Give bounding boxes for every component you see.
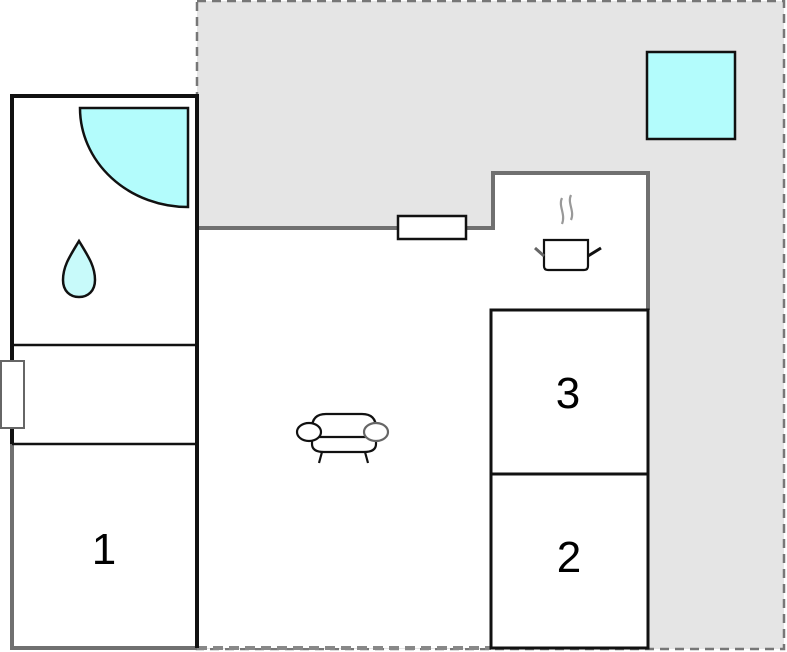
exterior-wall-grey bbox=[197, 171, 650, 310]
interior-floor bbox=[12, 96, 648, 648]
sofa-icon bbox=[295, 412, 390, 464]
pool-square-icon bbox=[645, 50, 737, 141]
room-2-outline bbox=[489, 472, 650, 650]
room-label-1: 1 bbox=[91, 525, 117, 574]
room-3-outline bbox=[489, 308, 650, 476]
window-west-icon bbox=[0, 360, 25, 429]
room-label-2: 2 bbox=[556, 533, 582, 582]
exterior-wall-south bbox=[10, 444, 197, 650]
shower-quarter-circle-icon bbox=[78, 106, 190, 209]
room-label-3: 3 bbox=[555, 369, 581, 418]
cooking-pot-icon bbox=[534, 194, 602, 272]
bathroom-walls bbox=[10, 94, 199, 648]
window-north-icon bbox=[396, 214, 468, 241]
water-drop-icon bbox=[61, 238, 97, 299]
